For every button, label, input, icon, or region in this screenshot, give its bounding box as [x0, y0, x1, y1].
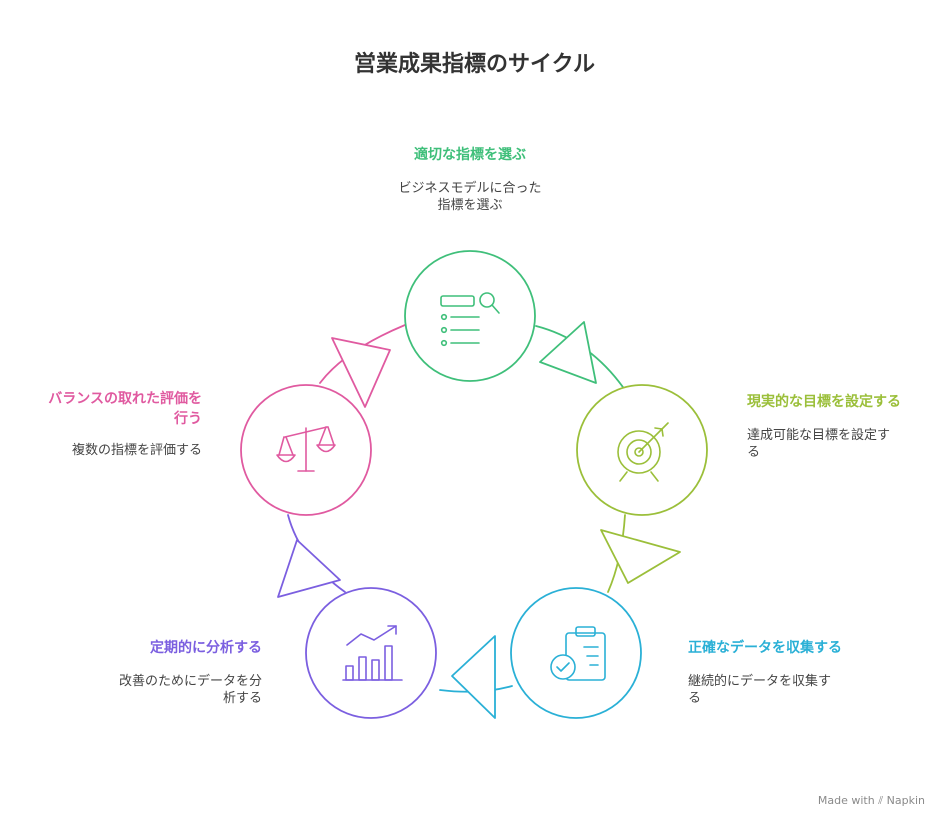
- step-5-description: 複数の指標を評価する: [71, 443, 202, 458]
- arrow-head-1-2: [539, 321, 597, 384]
- clipboard-check-icon: [550, 626, 606, 681]
- step-1-title: 適切な指標を選ぶ: [414, 147, 526, 163]
- step-5-title: バランスの取れた評価を 行う: [48, 391, 202, 427]
- balance-scale-icon: [276, 426, 336, 472]
- footer-label: Made with: [817, 794, 875, 807]
- step-1-circle: [404, 250, 536, 382]
- target-arrow-icon: [617, 422, 669, 482]
- arrow-head-5-1: [331, 337, 391, 408]
- arrow-head-4-5: [277, 539, 341, 598]
- page-title: 営業成果指標のサイクル: [354, 52, 595, 77]
- step-4-description: 改善のためにデータを分 析する: [118, 674, 262, 706]
- step-3-description: 継続的にデータを収集す る: [688, 674, 832, 706]
- step-2-title: 現実的な目標を設定する: [747, 394, 901, 410]
- arrow-head-3-4: [451, 635, 496, 719]
- step-3-circle: [510, 587, 642, 719]
- step-1-description: ビジネスモデルに合った 指標を選ぶ: [398, 181, 542, 213]
- footer-brand: Napkin: [886, 794, 925, 807]
- arrow-head-2-3: [600, 529, 681, 584]
- bar-chart-trend-icon: [342, 625, 403, 681]
- made-with-napkin[interactable]: Made with ⫽ Napkin: [818, 794, 925, 808]
- search-list-icon: [440, 292, 500, 347]
- step-4-circle: [305, 587, 437, 719]
- step-2-description: 達成可能な目標を設定す る: [747, 428, 891, 460]
- step-3-title: 正確なデータを収集する: [688, 640, 842, 656]
- step-4-title: 定期的に分析する: [150, 640, 262, 656]
- napkin-logo-icon: ⫽: [878, 794, 884, 807]
